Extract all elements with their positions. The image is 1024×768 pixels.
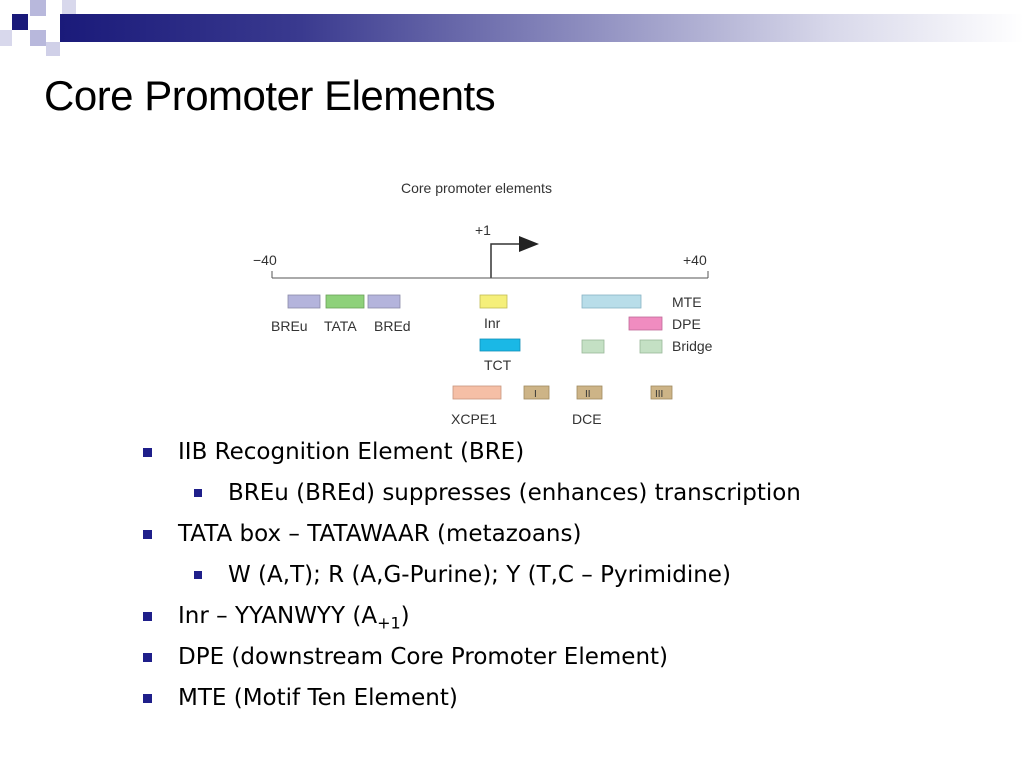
diagram-svg: Core promoter elements +1 −40 +40 BREu T… <box>253 180 713 427</box>
bullet-text: BREu (BREd) suppresses (enhances) transc… <box>228 480 801 506</box>
bullet-item: MTE (Motif Ten Element) <box>143 685 458 711</box>
bullet-item: Inr – YYANWYY (A+1) <box>143 603 410 633</box>
bullet-item: IIB Recognition Element (BRE) <box>143 439 525 465</box>
bred-box <box>367 294 401 309</box>
deco-square <box>30 0 46 16</box>
bullet-square-icon <box>143 612 152 621</box>
bullet-text: DPE (downstream Core Promoter Element) <box>178 644 669 670</box>
bullet-square-icon <box>143 448 152 457</box>
tata-label: TATA <box>324 318 357 334</box>
bullet-subscript: +1 <box>377 613 401 633</box>
mte-label: MTE <box>672 294 702 310</box>
bullet-item: TATA box – TATAWAAR (metazoans) <box>143 521 582 547</box>
tss-arrow-line <box>490 243 522 278</box>
bullet-square-icon <box>194 489 202 497</box>
bullet-text: TATA box – TATAWAAR (metazoans) <box>178 521 582 547</box>
deco-square <box>30 30 46 46</box>
bred-label: BREd <box>374 318 411 334</box>
deco-square <box>12 14 28 30</box>
deco-square <box>46 14 60 42</box>
dce-iii-label: III <box>655 389 663 400</box>
dce-box-ii <box>576 385 603 400</box>
deco-square <box>0 30 12 46</box>
bullet-square-icon <box>194 571 202 579</box>
axis-left-label: −40 <box>253 252 277 268</box>
dce-i-label: I <box>534 389 537 400</box>
tss-arrowhead <box>519 236 539 252</box>
bullet-square-icon <box>143 530 152 539</box>
dce-box-iii <box>650 385 673 400</box>
bullet-text: W (A,T); R (A,G-Purine); Y (T,C – Pyrimi… <box>228 562 731 588</box>
diagram-title: Core promoter elements <box>401 180 552 196</box>
xcpe1-label: XCPE1 <box>451 411 497 427</box>
dce-box-i <box>523 385 550 400</box>
sub-bullet-item: W (A,T); R (A,G-Purine); Y (T,C – Pyrimi… <box>194 562 731 588</box>
tct-box <box>479 338 521 352</box>
dpe-box <box>628 316 663 331</box>
dce-ii-label: II <box>585 389 591 400</box>
axis-right-label: +40 <box>683 252 707 268</box>
inr-label: Inr <box>484 315 501 331</box>
xcpe1-box <box>452 385 502 400</box>
breu-box <box>287 294 321 309</box>
deco-square <box>46 42 60 56</box>
sub-bullet-item: BREu (BREd) suppresses (enhances) transc… <box>194 480 801 506</box>
slide-title: Core Promoter Elements <box>44 72 496 119</box>
bridge-box-1 <box>581 339 605 354</box>
bullet-square-icon <box>143 653 152 662</box>
bullet-text: Inr – YYANWYY (A <box>178 603 378 629</box>
tss-label: +1 <box>475 222 491 238</box>
core-promoter-diagram: Core promoter elements +1 −40 +40 BREu T… <box>240 170 760 438</box>
tata-box <box>325 294 365 309</box>
dce-label: DCE <box>572 411 602 427</box>
bullet-item: DPE (downstream Core Promoter Element) <box>143 644 669 670</box>
bridge-label: Bridge <box>672 338 713 354</box>
inr-box <box>479 294 508 309</box>
mte-box <box>581 294 642 309</box>
breu-label: BREu <box>271 318 308 334</box>
deco-square <box>62 0 76 14</box>
bullet-text: IIB Recognition Element (BRE) <box>178 439 525 465</box>
bullet-square-icon <box>143 694 152 703</box>
bullet-text: MTE (Motif Ten Element) <box>178 685 458 711</box>
bullet-text-end: ) <box>400 603 410 629</box>
tct-label: TCT <box>484 357 512 373</box>
title-decoration <box>0 0 1024 56</box>
dpe-label: DPE <box>672 316 701 332</box>
gradient-bar <box>60 14 1024 42</box>
bridge-box-2 <box>639 339 663 354</box>
